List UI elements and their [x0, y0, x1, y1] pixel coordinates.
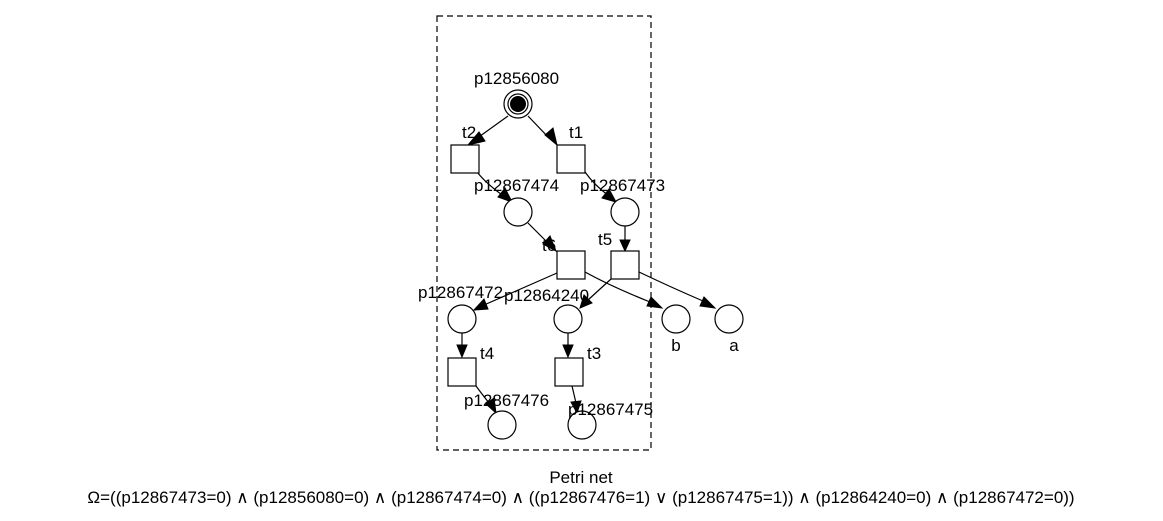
transition-box: [447, 357, 477, 387]
arrowhead: [699, 296, 717, 309]
arrowhead: [542, 235, 557, 253]
place-p12867476: p12867476: [464, 391, 549, 440]
place-p12856080: p12856080: [474, 69, 559, 119]
transition-box: [554, 357, 584, 387]
place-circle: [610, 197, 640, 227]
place-p12867474: p12867474: [474, 176, 559, 227]
arc-p12867474-t6: [527, 222, 549, 244]
arrowhead: [646, 296, 664, 309]
place-label-p12864240: p12864240: [504, 286, 589, 305]
net-cluster-box: [436, 15, 652, 451]
place-a: a: [714, 304, 744, 355]
transition-t6: t6: [542, 236, 586, 280]
place-circle-highlighted: [661, 304, 691, 334]
arrowhead: [579, 294, 593, 309]
transition-label-t6: t6: [542, 236, 556, 255]
place-p12867475: p12867475: [567, 400, 653, 440]
caption-title: Petri net: [549, 468, 613, 487]
transition-label-t3: t3: [587, 344, 601, 363]
place-circle: [447, 304, 477, 334]
place-label-p12867474: p12867474: [474, 176, 559, 195]
place-p12867473: p12867473: [580, 176, 665, 227]
place-label-p12867475: p12867475: [568, 400, 653, 419]
transition-box: [556, 144, 586, 174]
caption-formula: Ω=((p12867473=0) ∧ (p12856080=0) ∧ (p128…: [87, 488, 1074, 507]
arrowhead: [466, 131, 486, 146]
arc-t6-b: [584, 271, 651, 303]
arcs-group: [456, 115, 717, 415]
place-label-p12867473: p12867473: [580, 176, 665, 195]
place-label-p12867472: p12867472: [418, 283, 503, 302]
arrowhead: [472, 298, 489, 311]
arrowhead: [497, 187, 514, 203]
transition-t5: t5: [598, 230, 640, 280]
arc-t5-p12864240: [587, 278, 612, 301]
place-circle: [567, 410, 597, 440]
arc-t6-p12867472: [483, 272, 558, 306]
transition-label-t5: t5: [598, 230, 612, 249]
transition-box: [450, 144, 480, 174]
place-circle: [503, 197, 533, 227]
transition-label-t4: t4: [480, 344, 494, 363]
arrowhead: [544, 127, 558, 147]
arrowhead: [562, 344, 574, 359]
arrowhead: [485, 397, 497, 415]
arrowhead: [456, 344, 468, 359]
place-label-p12856080: p12856080: [474, 69, 559, 88]
place-b: b: [661, 304, 691, 355]
transition-t2: t2: [450, 123, 480, 174]
place-label-b: b: [671, 336, 680, 355]
token-icon: [510, 96, 526, 112]
place-circle: [487, 410, 517, 440]
transition-label-t2: t2: [462, 123, 476, 142]
arc-t5-a: [638, 271, 704, 302]
arrowhead: [570, 400, 582, 415]
place-p12864240: p12864240: [504, 286, 589, 334]
place-circle-highlighted: [714, 304, 744, 334]
transition-t3: t3: [554, 344, 601, 387]
arrowhead: [601, 188, 618, 203]
transition-box-highlighted: [556, 250, 586, 280]
arrowhead: [619, 239, 631, 253]
place-circle: [553, 304, 583, 334]
place-label-p12867476: p12867476: [464, 391, 549, 410]
place-label-a: a: [729, 336, 739, 355]
transition-t1: t1: [556, 123, 586, 174]
place-p12867472: p12867472: [418, 283, 503, 334]
transition-label-t1: t1: [569, 123, 583, 142]
transition-box-highlighted: [610, 250, 640, 280]
transition-t4: t4: [447, 344, 494, 387]
